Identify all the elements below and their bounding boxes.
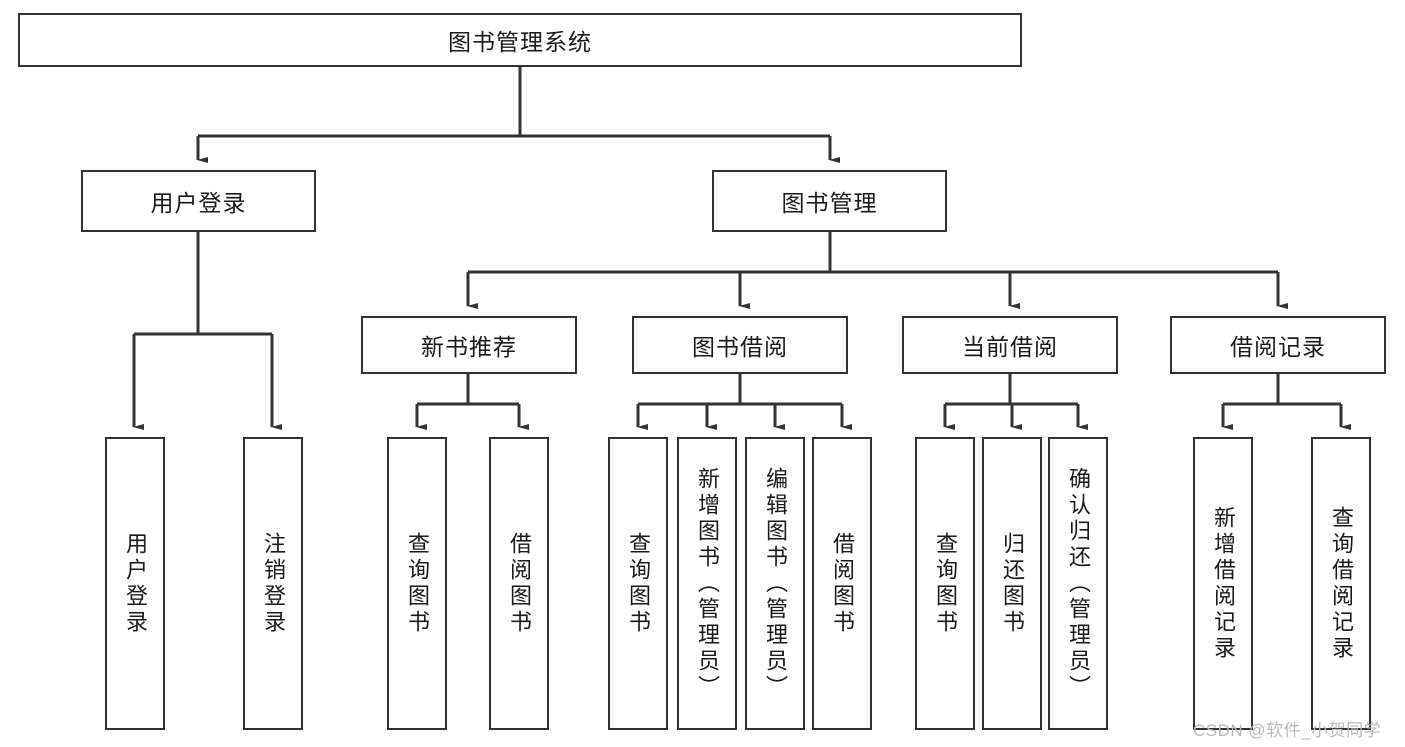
node-root-label: 图书管理系统 bbox=[448, 29, 592, 55]
leaf-current-borrow-1[interactable]: 归还图书 bbox=[982, 437, 1042, 730]
leaf-book-borrow-3[interactable]: 借阅图书 bbox=[812, 437, 872, 730]
leaf-label: 查询图书 bbox=[626, 531, 651, 636]
leaf-label: 借阅图书 bbox=[507, 531, 532, 636]
leaf-borrow-record-0[interactable]: 新增借阅记录 bbox=[1193, 437, 1253, 730]
leaf-label: 查询图书 bbox=[933, 531, 958, 636]
leaf-book-borrow-1[interactable]: 新增图书（管理员） bbox=[677, 437, 737, 730]
node-borrow-record-label: 借阅记录 bbox=[1230, 334, 1326, 360]
leaf-user-login-1[interactable]: 注销登录 bbox=[243, 437, 303, 730]
node-user-login-label: 用户登录 bbox=[150, 190, 247, 216]
leaf-label: 确认归还（管理员） bbox=[1066, 466, 1091, 701]
node-book-manage[interactable]: 图书管理 bbox=[712, 170, 947, 232]
leaf-borrow-record-1[interactable]: 查询借阅记录 bbox=[1311, 437, 1371, 730]
node-book-borrow-label: 图书借阅 bbox=[692, 334, 788, 360]
node-user-login[interactable]: 用户登录 bbox=[81, 170, 316, 232]
node-current-borrow-label: 当前借阅 bbox=[962, 334, 1058, 360]
node-new-book-recommend[interactable]: 新书推荐 bbox=[361, 316, 577, 374]
leaf-new-book-recommend-1[interactable]: 借阅图书 bbox=[489, 437, 549, 730]
node-book-borrow[interactable]: 图书借阅 bbox=[632, 316, 848, 374]
node-borrow-record[interactable]: 借阅记录 bbox=[1170, 316, 1386, 374]
leaf-book-borrow-2[interactable]: 编辑图书（管理员） bbox=[745, 437, 805, 730]
leaf-current-borrow-2[interactable]: 确认归还（管理员） bbox=[1048, 437, 1108, 730]
node-new-book-recommend-label: 新书推荐 bbox=[421, 334, 517, 360]
leaf-label: 注销登录 bbox=[261, 531, 286, 636]
leaf-label: 新增图书（管理员） bbox=[695, 466, 720, 701]
leaf-label: 新增借阅记录 bbox=[1211, 505, 1236, 662]
leaf-label: 查询借阅记录 bbox=[1329, 505, 1354, 662]
leaf-book-borrow-0[interactable]: 查询图书 bbox=[608, 437, 668, 730]
node-root[interactable]: 图书管理系统 bbox=[18, 13, 1022, 67]
leaf-label: 查询图书 bbox=[405, 531, 430, 636]
node-book-manage-label: 图书管理 bbox=[781, 190, 878, 216]
leaf-current-borrow-0[interactable]: 查询图书 bbox=[915, 437, 975, 730]
leaf-label: 归还图书 bbox=[1000, 531, 1025, 636]
leaf-new-book-recommend-0[interactable]: 查询图书 bbox=[387, 437, 447, 730]
leaf-label: 编辑图书（管理员） bbox=[763, 466, 788, 701]
leaf-label: 用户登录 bbox=[123, 531, 148, 636]
leaf-user-login-0[interactable]: 用户登录 bbox=[105, 437, 165, 730]
node-current-borrow[interactable]: 当前借阅 bbox=[902, 316, 1118, 374]
leaf-label: 借阅图书 bbox=[830, 531, 855, 636]
